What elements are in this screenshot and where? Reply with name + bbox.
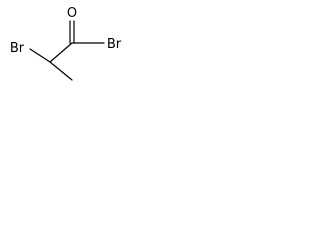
- atom-labels: O Br Br: [10, 6, 122, 56]
- oxygen-label: O: [67, 6, 77, 21]
- acyl-bromine-label: Br: [107, 37, 122, 52]
- alpha-bromine-label: Br: [10, 41, 25, 56]
- carbonyl-alpha-bond: [49, 42, 73, 63]
- alpha-bromine-bond: [29, 48, 51, 63]
- alpha-methyl-bond: [49, 61, 73, 81]
- bonds: [29, 20, 105, 81]
- chemical-structure: O Br Br: [10, 6, 122, 81]
